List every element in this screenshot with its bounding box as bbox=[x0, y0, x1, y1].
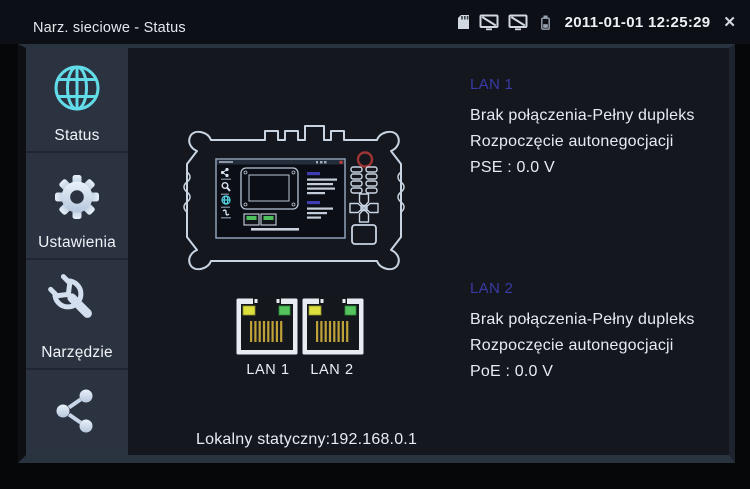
globe-icon bbox=[50, 61, 104, 151]
battery-icon bbox=[540, 15, 550, 30]
page-title: Narz. sieciowe - Status bbox=[33, 20, 186, 36]
datetime-display: 2011-01-01 12:25:29 bbox=[564, 13, 711, 31]
lan1-pse-voltage: PSE : 0.0 V bbox=[470, 159, 555, 176]
lan-port-2 bbox=[302, 298, 364, 355]
led-green bbox=[344, 305, 357, 316]
sidebar-item-tools[interactable]: Narzędzie bbox=[26, 260, 128, 370]
sd-card-icon bbox=[457, 14, 470, 30]
lan1-status-block: LAN 1 Brak połączenia-Pełny dupleks Rozp… bbox=[470, 76, 735, 181]
share-icon bbox=[52, 386, 102, 453]
sidebar: Status bbox=[26, 48, 128, 455]
lan1-title: LAN 1 bbox=[470, 76, 514, 93]
lan1-link-status: Brak połączenia-Pełny dupleks bbox=[470, 107, 695, 124]
device-mini-screen bbox=[217, 160, 344, 231]
lan-ports-graphic bbox=[236, 298, 364, 355]
lan-port-2-label: LAN 2 bbox=[310, 362, 354, 378]
port-pins bbox=[316, 321, 349, 342]
display-off-icon bbox=[479, 14, 499, 31]
local-ip-text: Lokalny statyczny:192.168.0.1 bbox=[196, 431, 418, 448]
title-bar-right: 2011-01-01 12:25:29 ✕ bbox=[457, 0, 736, 44]
lan-port-labels: LAN 1 LAN 2 bbox=[236, 362, 364, 378]
port-pins bbox=[250, 321, 283, 342]
gear-icon bbox=[48, 168, 106, 258]
app-window bbox=[18, 44, 735, 463]
sidebar-item-label: Ustawienia bbox=[38, 234, 116, 251]
sidebar-item-share[interactable] bbox=[26, 370, 128, 453]
lan2-negotiation-status: Rozpoczęcie autonegocjacji bbox=[470, 337, 674, 354]
sidebar-item-label: Status bbox=[54, 127, 100, 144]
device-illustration bbox=[183, 125, 405, 271]
title-bar: Narz. sieciowe - Status bbox=[0, 0, 750, 44]
lan1-negotiation-status: Rozpoczęcie autonegocjacji bbox=[470, 133, 674, 150]
sidebar-item-label: Narzędzie bbox=[41, 344, 113, 361]
lan2-title: LAN 2 bbox=[470, 280, 514, 297]
led-yellow bbox=[242, 305, 256, 316]
wrench-icon bbox=[48, 274, 106, 368]
led-yellow bbox=[308, 305, 322, 316]
lan-port-1 bbox=[236, 298, 298, 355]
lan-port-1-label: LAN 1 bbox=[246, 362, 290, 378]
sidebar-item-status[interactable]: Status bbox=[26, 48, 128, 153]
close-button[interactable]: ✕ bbox=[723, 13, 736, 31]
led-green bbox=[278, 305, 291, 316]
display-off-icon-2 bbox=[508, 14, 528, 31]
lan2-status-block: LAN 2 Brak połączenia-Pełny dupleks Rozp… bbox=[470, 280, 735, 385]
lan2-link-status: Brak połączenia-Pełny dupleks bbox=[470, 311, 695, 328]
lan2-poe-voltage: PoE : 0.0 V bbox=[470, 363, 554, 380]
sidebar-item-settings[interactable]: Ustawienia bbox=[26, 153, 128, 260]
